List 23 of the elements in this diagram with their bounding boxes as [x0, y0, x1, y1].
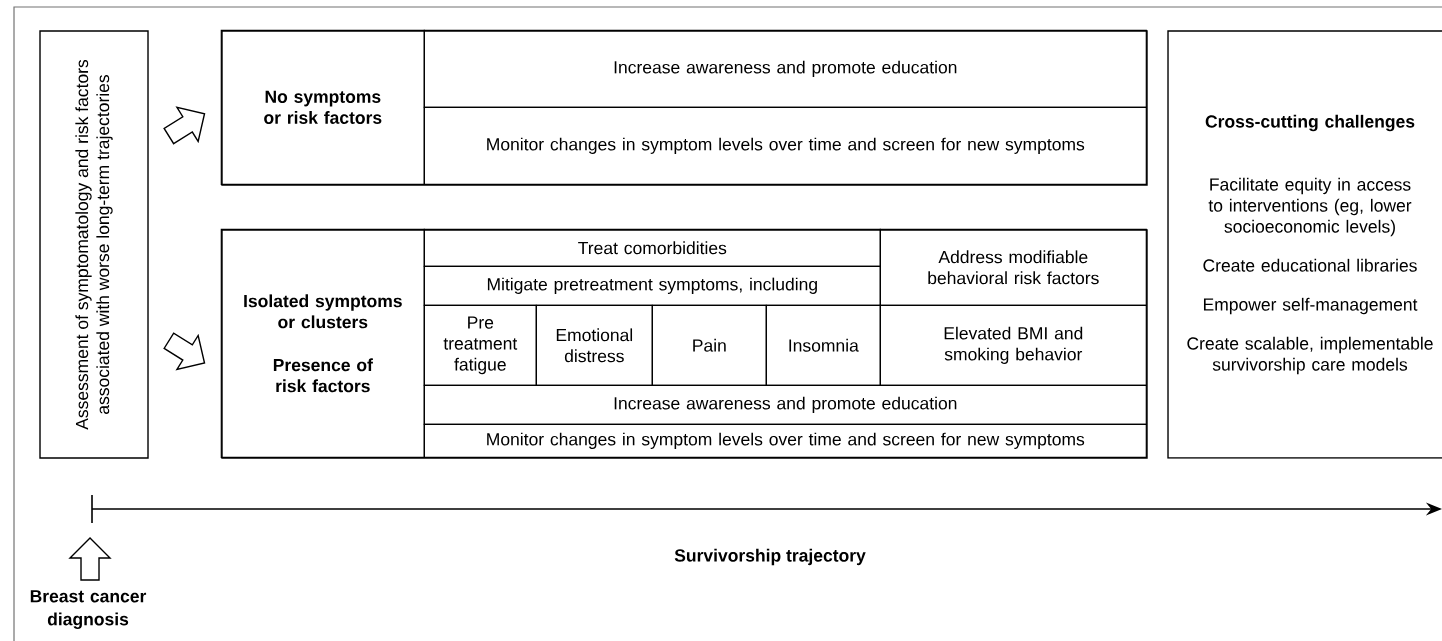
symptom-cell: Emotional distress: [535, 304, 653, 386]
challenges-box: Cross-cutting challenges Facilitate equity in access to interventions (eg, lower socioeconomic levels) Create educational libraries Empower self-management Create scalable, implementable survivorship care models: [1167, 30, 1442, 459]
action-cell: Address modifiable behavioral risk factors: [879, 228, 1147, 306]
block-arrow: [163, 106, 206, 145]
category-cell: No symptoms or risk factors: [220, 29, 425, 185]
diagnosis-label: Breast cancer diagnosis: [30, 590, 147, 629]
action-cell: Monitor changes in symptom levels over time and screen for new symptoms: [423, 423, 1147, 458]
outcome-panel: [221, 30, 1148, 186]
risk-factor-cell: Elevated BMI and smoking behavior: [879, 304, 1147, 386]
axis-label: Survivorship trajectory: [674, 548, 866, 566]
symptom-cell: Pre treatment fatigue: [423, 304, 537, 386]
symptom-cell: Pain: [651, 304, 767, 386]
outcome-panel: [221, 229, 1148, 459]
action-cell: Treat comorbidities: [423, 228, 881, 267]
symptom-cell: Insomnia: [765, 304, 881, 386]
block-arrow: [163, 332, 206, 371]
category-cell: Isolated symptoms or clusters Presence of risk factors: [220, 228, 425, 458]
assessment-box: Assessment of symptomatology and risk factors associated with worse long-term trajectories: [39, 30, 149, 459]
action-cell: Mitigate pretreatment symptoms, including: [423, 265, 881, 306]
action-cell: Monitor changes in symptom levels over time and screen for new symptoms: [423, 106, 1147, 185]
action-cell: Increase awareness and promote education: [423, 29, 1147, 108]
action-cell: Increase awareness and promote education: [423, 384, 1147, 425]
block-arrow: [68, 537, 112, 581]
